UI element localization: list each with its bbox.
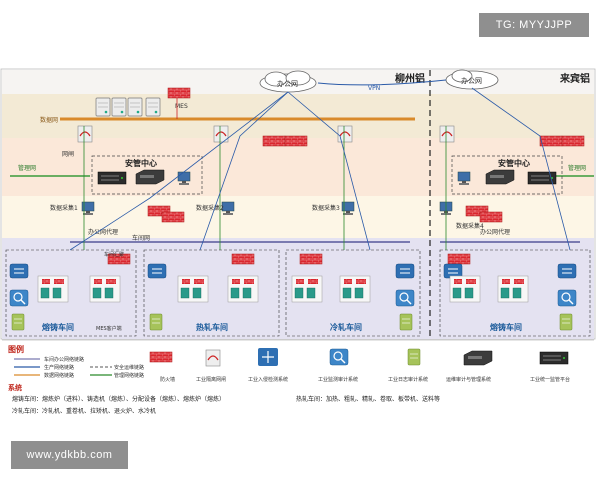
legend-icon-6: 运维审计与管理系统: [446, 376, 491, 383]
legend-icon-5: 工业日志审计系统: [388, 376, 428, 383]
gateway-label: 网闸: [62, 150, 74, 158]
plant-label-left: 柳州铝: [395, 72, 425, 85]
system-line-2: 热轧车间：加热、粗轧、精轧、卷取、板带机、送料等: [296, 395, 440, 403]
ops-appliance-icon: [485, 169, 515, 185]
workshop-box-4: 熔铸车间: [439, 249, 591, 337]
office-cloud-right-icon: [445, 69, 499, 90]
legend-line-1: 车间办公网络链路: [44, 356, 84, 363]
data-collect-2: 数据采集2: [196, 204, 224, 212]
workshop-switch-label: 车间汇聚: [104, 251, 124, 258]
legend-ops-icon: [463, 350, 493, 366]
legend-firewall-icon: [149, 351, 173, 363]
watermark-top: TG: MYYJJPP: [479, 13, 589, 37]
office-net-label-left: 办公网: [277, 79, 298, 88]
legend-icon-1: 防火墙: [160, 376, 175, 383]
system-line-3: 冷轧车间：冷轧机、重卷机、拉矫机、退火炉、水冷机: [12, 407, 156, 415]
collect-firewall-icon: [479, 211, 503, 223]
office-proxy-right: 办公网代理: [480, 228, 510, 236]
right-firewall-icon: [561, 135, 585, 147]
workshop-box-3: 冷轧车间: [285, 249, 421, 337]
ops-pc-icon: [177, 171, 191, 186]
legend-icon-4: 工业监测审计系统: [318, 376, 358, 383]
svg-text:冷轧车间: 冷轧车间: [330, 322, 362, 332]
legend-title: 图例: [8, 344, 24, 354]
workshop-box-2: 热轧车间: [143, 249, 280, 337]
office-net-label-right: 办公网: [461, 76, 482, 85]
ops-center-right-title: 安管中心: [498, 158, 530, 168]
right-firewall-icon: [539, 135, 563, 147]
data-collect-3: 数据采集3: [312, 204, 340, 212]
ops-rack-icon: [97, 171, 127, 185]
ops-center-left-title: 安管中心: [125, 158, 157, 168]
legend-audit-icon: [329, 348, 349, 366]
ops-pc-icon: [457, 171, 471, 186]
link-lines: [69, 87, 571, 251]
legend-platform-icon: [539, 351, 569, 365]
gateway-icon: [439, 125, 455, 143]
legend-icon-2: 工业隔离网闸: [196, 376, 226, 383]
legend-line-3: 数据网络链路: [44, 372, 74, 379]
legend-log-icon: [407, 348, 421, 366]
svg-text:MES客户端: MES客户端: [96, 325, 122, 332]
gateway-icon: [337, 125, 353, 143]
watermark-bottom: www.ydkbb.com: [11, 441, 128, 469]
legend-icon-7: 工业统一监管平台: [530, 376, 570, 383]
mes-label: MES: [175, 103, 188, 110]
office-cloud-icon: [259, 70, 317, 93]
gateway-icon: [77, 125, 93, 143]
mes-server-icon: [95, 97, 161, 117]
core-firewall-icon: [262, 135, 286, 147]
mgmt-net-label-right: 管理网: [568, 164, 586, 172]
legend-line-5: 管理网络链路: [114, 372, 144, 379]
core-firewall-icon: [284, 135, 308, 147]
legend-gateway-icon: [205, 349, 221, 367]
network-architecture-diagram: 柳州铝 来宾铝 办公网 办公网 VPN MES 数据网 网闸 管理网 管理网 安…: [0, 68, 596, 415]
svg-text:热轧车间: 热轧车间: [196, 322, 228, 332]
system-line-1: 熔铸车间：熔炼炉（进料）、铸造机（熔炼）、分配设备（熔炼）、熔炼炉（熔炼）: [12, 395, 225, 403]
data-collect-1: 数据采集1: [50, 204, 78, 212]
system-title: 系统: [8, 383, 22, 392]
mgmt-net-label-left: 管理网: [18, 164, 36, 172]
ops-center-right: [451, 155, 563, 195]
svg-text:熔铸车间: 熔铸车间: [42, 322, 74, 332]
workshop-box-1: 熔铸车间 MES客户端: [5, 249, 137, 337]
plant-label-right: 来宾铝: [559, 72, 590, 85]
ops-center-left: [91, 155, 203, 195]
legend-icon-3: 工业入侵检测系统: [248, 376, 288, 383]
collect-firewall-icon: [161, 211, 185, 223]
zone-management: [2, 138, 594, 196]
workshop-net-label: 车间网: [132, 234, 150, 242]
office-proxy-left: 办公网代理: [88, 228, 118, 236]
data-collect-4: 数据采集4: [456, 222, 484, 230]
data-net-label: 数据网: [40, 116, 58, 124]
legend-line-2: 生产网络链路: [44, 364, 74, 371]
vpn-label: VPN: [368, 85, 380, 92]
legend-ids-icon: [258, 348, 278, 366]
svg-text:熔铸车间: 熔铸车间: [490, 322, 522, 332]
ops-appliance-icon: [135, 169, 165, 185]
legend-line-4: 安全运维链路: [114, 364, 144, 371]
mes-firewall-icon: [167, 87, 191, 99]
